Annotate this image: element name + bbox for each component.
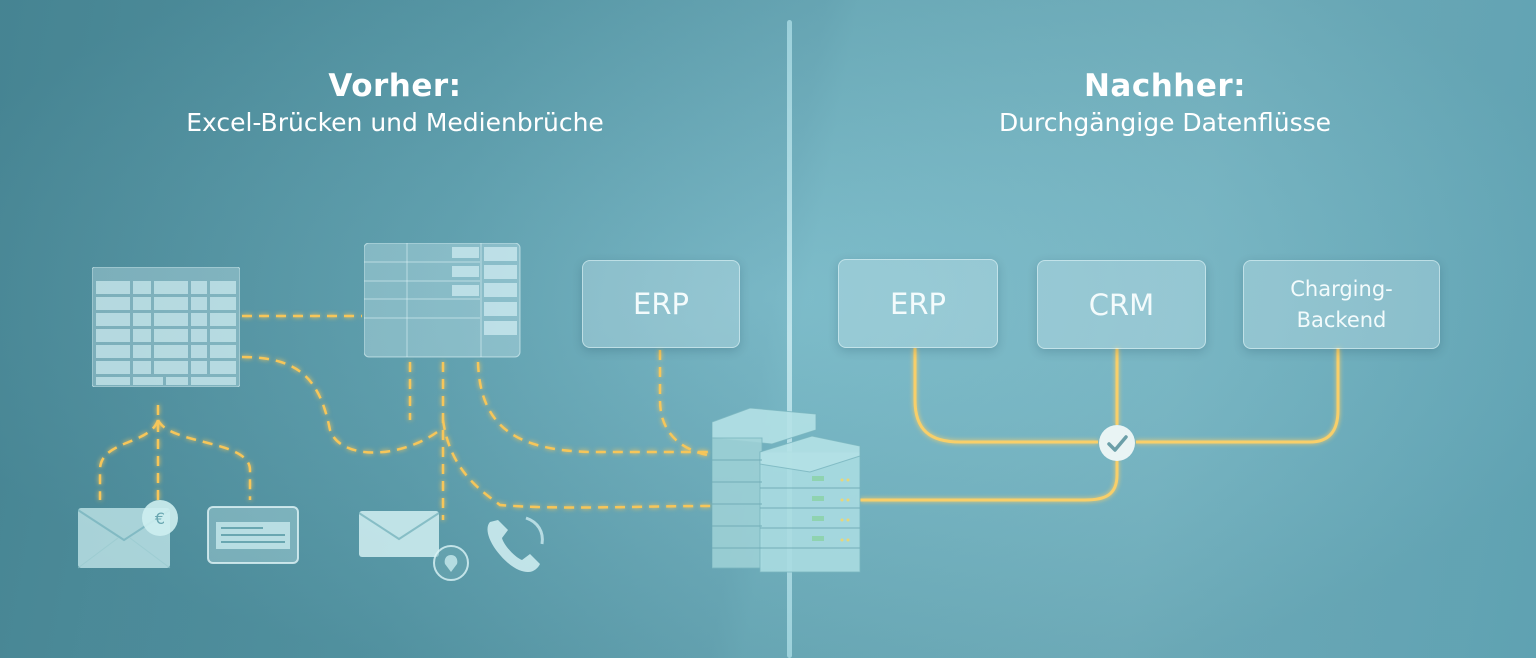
charging-backend-line1: Charging- [1290,276,1393,301]
spreadsheet-icon [363,242,524,359]
after-erp-box: ERP [838,259,998,348]
before-subtitle: Excel-Brücken und Medienbrüche [186,108,604,137]
after-solid-connectors [860,348,1340,502]
after-crm-box: CRM [1037,260,1206,349]
section-divider [787,20,792,658]
svg-text:€: € [155,509,165,528]
message-card-icon [207,506,301,566]
before-erp-box: ERP [582,260,740,348]
email-with-location-badge-icon [358,509,479,581]
spreadsheet-icon [91,266,241,388]
after-charging-backend-box: Charging- Backend [1243,260,1440,349]
before-title: Vorher: [328,68,462,104]
after-subtitle: Durchgängige Datenflüsse [998,108,1332,137]
charging-backend-line2: Backend [1296,307,1387,332]
before-heading: Vorher: Excel-Brücken und Medienbrüche [80,68,710,137]
phone-icon [482,510,552,580]
server-stack-icon [711,407,864,578]
before-dashed-connectors [98,314,713,520]
checkmark-icon [1098,424,1136,462]
email-with-euro-badge-icon: € [77,500,178,570]
after-heading: Nachher: Durchgängige Datenflüsse [920,68,1410,137]
after-title: Nachher: [1083,68,1247,104]
